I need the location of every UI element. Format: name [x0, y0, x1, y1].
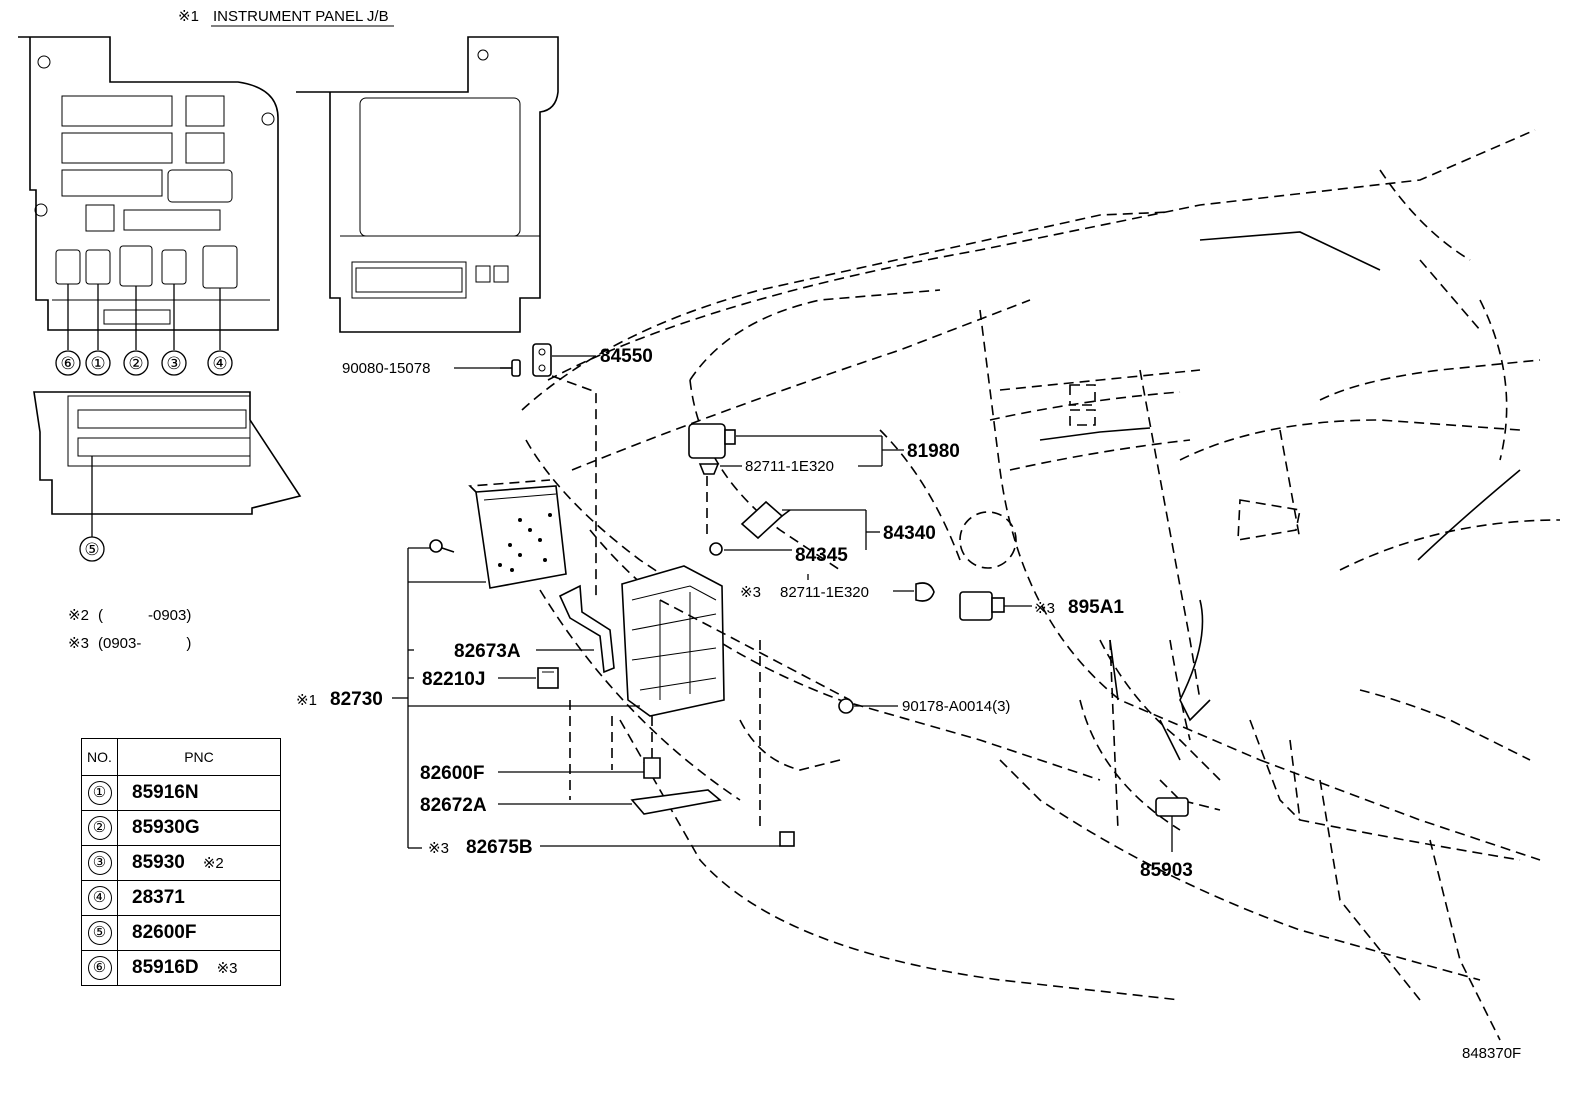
junction-block-assembly-icon	[621, 565, 725, 717]
row-note: ※3	[216, 960, 238, 977]
row-pnc: 85916N	[132, 782, 199, 803]
cover-82672A-icon	[630, 789, 722, 815]
clip-82711-upper-icon	[698, 463, 720, 475]
table-row: ③ 85930 ※2	[81, 845, 281, 881]
svg-text:⑥: ⑥	[60, 354, 75, 373]
header-no: NO.	[81, 738, 118, 776]
note-2-mark: ※2	[68, 607, 89, 624]
note-3-text: (0903- )	[98, 635, 191, 652]
note-895A1: ※3	[1034, 600, 1055, 617]
stop-lamp-switch-icon	[740, 500, 791, 540]
row-number: ②	[87, 816, 112, 840]
drawing-id: 848370F	[1462, 1045, 1521, 1062]
jb-callout-1: ①	[85, 350, 111, 376]
label-84345: 84345	[795, 545, 848, 566]
jb-callout-5: ⑤	[79, 536, 105, 562]
label-82730: 82730	[330, 689, 383, 710]
label-82673A: 82673A	[454, 641, 521, 662]
row-number: ⑤	[87, 921, 112, 945]
jb-callout-2: ②	[123, 350, 149, 376]
part-85903-icon	[1155, 797, 1189, 852]
svg-text:⑤: ⑤	[84, 540, 99, 559]
svg-text:②: ②	[128, 354, 143, 373]
row-pnc: 85930G	[132, 817, 200, 838]
dashboard-outline	[521, 129, 1561, 1041]
row-pnc: 85916D	[132, 957, 199, 978]
row-note: ※2	[202, 855, 224, 872]
console-outline	[1039, 231, 1521, 761]
svg-text:④: ④	[212, 354, 227, 373]
label-82711-1E320-lower: 82711-1E320	[780, 584, 869, 601]
clip-82711-lower-icon	[915, 582, 935, 602]
label-81980: 81980	[907, 441, 960, 462]
jb-callout-4: ④	[207, 350, 233, 376]
label-90080-15078: 90080-15078	[342, 360, 430, 377]
table-header-row: NO. PNC	[81, 738, 281, 776]
row-number: ①	[87, 781, 112, 805]
bolt-icon	[500, 359, 521, 377]
table-row: ⑤ 82600F	[81, 915, 281, 951]
connector-block	[33, 391, 302, 540]
note-3-mark: ※3	[68, 635, 89, 652]
note-2-text: ( -0903)	[98, 607, 191, 624]
row-number: ④	[87, 886, 112, 910]
row-pnc: 85930	[132, 852, 185, 873]
row-number: ③	[87, 851, 112, 875]
svg-text:③: ③	[166, 354, 181, 373]
row-pnc: 82600F	[132, 922, 197, 943]
bracket-82673A-icon	[558, 584, 615, 674]
jb-callout-3: ③	[161, 350, 187, 376]
label-82672A: 82672A	[420, 795, 487, 816]
clip-82675B-icon	[779, 831, 795, 847]
label-82711-1E320-upper: 82711-1E320	[745, 458, 834, 475]
jb-title-note: ※1	[178, 8, 199, 25]
svg-text:①: ①	[90, 354, 105, 373]
header-pnc: PNC	[117, 738, 281, 776]
relay-81980-icon	[688, 423, 736, 459]
row-pnc: 28371	[132, 887, 185, 908]
table-row: ① 85916N	[81, 775, 281, 811]
screw-icon	[429, 539, 455, 553]
note-82730: ※1	[296, 692, 317, 709]
label-85903: 85903	[1140, 860, 1193, 881]
ecu-circuit-board-icon	[468, 479, 567, 589]
switch-84550-icon	[532, 343, 552, 377]
nut-90178-icon	[838, 698, 854, 714]
table-row: ④ 28371	[81, 880, 281, 916]
label-82210J: 82210J	[422, 669, 485, 690]
pnc-table: NO. PNC ① 85916N ② 85930G ③ 85930 ※2 ④ 28…	[81, 738, 281, 986]
junction-block-rear-view	[296, 36, 559, 333]
jb-callout-6: ⑥	[55, 350, 81, 376]
label-84550: 84550	[600, 346, 653, 367]
note-82711-lower: ※3	[740, 584, 761, 601]
label-84340: 84340	[883, 523, 936, 544]
table-row: ② 85930G	[81, 810, 281, 846]
table-row: ⑥ 85916D ※3	[81, 950, 281, 986]
label-90178-A0014: 90178-A0014(3)	[902, 698, 1010, 715]
junction-block-front-view	[18, 36, 279, 350]
row-number: ⑥	[87, 956, 112, 980]
connector-82210J-icon	[537, 667, 559, 689]
label-895A1: 895A1	[1068, 597, 1124, 618]
label-82600F: 82600F	[420, 763, 484, 784]
relay-895A1-icon	[959, 591, 1005, 621]
note-82675B: ※3	[428, 840, 449, 857]
relay-82600F-icon	[643, 757, 661, 779]
cushion-84345-icon	[709, 542, 723, 556]
label-82675B: 82675B	[466, 837, 533, 858]
jb-title: INSTRUMENT PANEL J/B	[213, 8, 389, 25]
